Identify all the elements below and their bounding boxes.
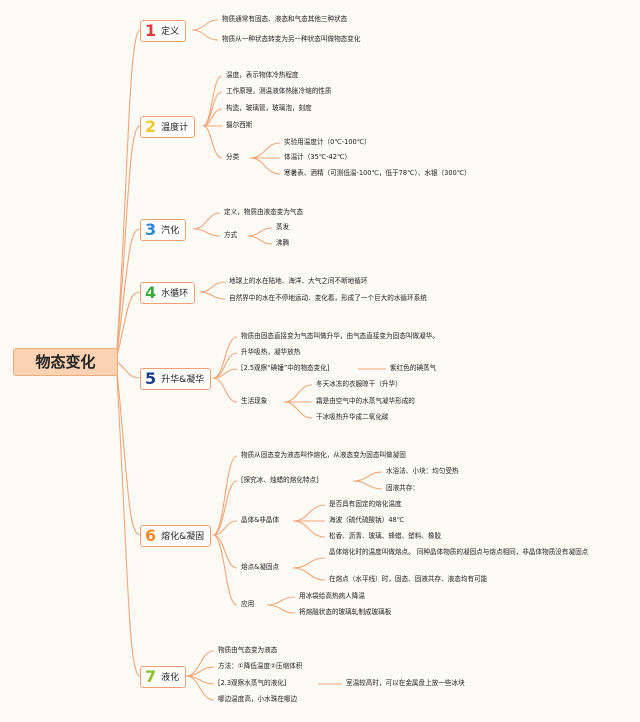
method-item: 蒸发 — [276, 223, 290, 231]
connector-1 — [115, 29, 141, 362]
liquefaction-item: 物质由气态变为液态 — [218, 646, 278, 654]
definition-item: 物质通常有固态、液态和气态其他三种状态 — [222, 15, 348, 23]
application-item: 将熔融状态的玻璃轧制成玻璃板 — [299, 608, 392, 616]
thermometer-item: 工作原理，测温液体热胀冷缩的性质 — [226, 87, 332, 95]
experiment-item: 固液共存： — [386, 484, 419, 492]
method-item: 沸腾 — [276, 239, 290, 247]
connector-4 — [115, 291, 141, 362]
melting-item: 物质从固态变为液态叫作熔化，从液态变为固态叫做凝固 — [241, 451, 406, 459]
melting-point-label: 熔点&凝固点 — [241, 563, 280, 571]
liquefaction-item: 哪边温度高，小水珠在哪边 — [218, 695, 298, 703]
classification-item: 寒暑表、酒精（可测低温-100℃，低于78℃）、水银（300℃） — [284, 169, 471, 177]
topic-water-cycle[interactable]: 4 水循环 — [140, 282, 196, 304]
number-7-icon: 7 — [145, 667, 157, 686]
topic-label: 熔化&凝固 — [161, 532, 205, 542]
topic-label: 液化 — [161, 673, 180, 683]
topic-label: 水循环 — [161, 289, 189, 299]
melting-point-item: 在熔点（水平线）时，固态、固液共存、液态均有可能 — [329, 575, 488, 583]
connector-2 — [115, 125, 141, 362]
topic-label: 定义 — [161, 27, 180, 37]
topic-thermometer[interactable]: 2 温度计 — [140, 116, 196, 138]
experiment-item: 水浴法、小块：均匀受热 — [386, 467, 459, 475]
crystal-item: 松香、沥青、玻璃、蜂蜡、塑料、橡胶 — [329, 532, 442, 540]
topic-melting[interactable]: 6 熔化&凝固 — [140, 525, 212, 547]
melting-point-item: 晶体熔化时的温度叫做熔点。 同种晶体物质的凝固点与熔点相同，非晶体物质没有凝固点 — [329, 548, 589, 556]
water-cycle-item: 地球上的水在陆地、海洋、大气之间不断地循环 — [229, 277, 368, 285]
topic-label: 汽化 — [161, 226, 180, 236]
topic-vaporization[interactable]: 3 汽化 — [140, 219, 187, 241]
number-1-icon: 1 — [145, 21, 157, 40]
number-4-icon: 4 — [145, 283, 157, 302]
topic-definition[interactable]: 1 定义 — [140, 20, 187, 42]
topic-label: 温度计 — [161, 123, 189, 133]
thermometer-item: 摄尔西斯 — [226, 121, 253, 129]
number-2-icon: 2 — [145, 117, 157, 136]
connector-5 — [115, 360, 141, 379]
experiment-result: 室温较高时，可以在金属盘上放一些冰块 — [346, 679, 465, 687]
crystal-item: 海波（硫代硫酸钠）48℃ — [329, 516, 405, 524]
number-5-icon: 5 — [145, 369, 157, 388]
thermometer-item: 构造，玻璃管，玻璃泡，刻度 — [226, 104, 312, 112]
topic-sublimation[interactable]: 5 升华&凝华 — [140, 368, 212, 390]
experiment-label: [2.3观察水蒸气的液化] — [218, 679, 287, 687]
classification-item: 体温计（35℃-42℃） — [284, 153, 351, 161]
phenomena-item: 冬天冰冻的衣服晾干（升华） — [316, 380, 402, 388]
thermometer-item: 温度，表示物体冷热程度 — [226, 71, 299, 79]
method-label: 方式 — [224, 231, 238, 239]
phenomena-item: 霜是由空气中的水蒸气凝华形成的 — [316, 397, 415, 405]
application-item: 用冰袋给高热病人降温 — [299, 592, 365, 600]
connector-6 — [115, 360, 141, 536]
number-6-icon: 6 — [145, 526, 157, 545]
application-label: 应用 — [241, 600, 255, 608]
water-cycle-item: 自然界中的水在不停地运动、变化着，形成了一个巨大的水循环系统 — [229, 294, 427, 302]
crystal-item: 是否具有固定的熔化温度 — [329, 500, 402, 508]
root-topic: 物态变化 — [13, 348, 118, 376]
phenomena-label: 生活现象 — [241, 397, 268, 405]
connector-3 — [115, 228, 141, 362]
topic-label: 升华&凝华 — [161, 375, 205, 385]
classification-label: 分类 — [226, 153, 240, 161]
sublimation-item: 物质由固态直接变为气态叫做升华，由气态直接变为固态叫做凝华。 — [241, 332, 439, 340]
experiment-label: [2.5观察“碘锤”中的物态变化] — [241, 364, 330, 372]
vaporization-item: 定义，物质由液态变为气态 — [224, 208, 304, 216]
topic-liquefaction[interactable]: 7 液化 — [140, 666, 187, 688]
phenomena-item: 干冰吸热升华成二氧化碳 — [316, 413, 389, 421]
classification-item: 实验用温度计（0℃-100℃） — [284, 138, 371, 146]
experiment-label: [探究冰、烛蜡的熔化特点] — [241, 476, 319, 484]
sublimation-item: 升华吸热，凝华放热 — [241, 348, 301, 356]
crystal-label: 晶体&非晶体 — [241, 516, 280, 524]
definition-item: 物质从一种状态转变为另一种状态叫做物态变化 — [222, 35, 361, 43]
connector-7 — [115, 360, 141, 677]
number-3-icon: 3 — [145, 220, 157, 239]
experiment-result: 紫红色的碘蒸气 — [390, 364, 437, 372]
liquefaction-item: 方法：①降低温度②压缩体积 — [218, 662, 303, 670]
